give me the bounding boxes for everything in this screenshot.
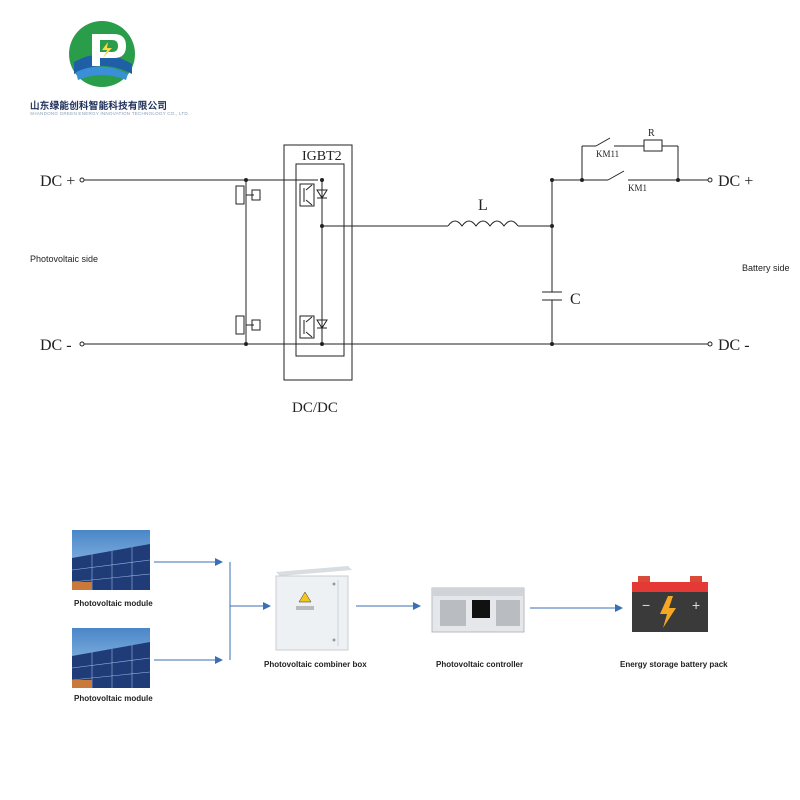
inductor-label: L — [478, 197, 488, 214]
battery-pack-label: Energy storage battery pack — [620, 660, 728, 669]
dcdc-block — [283, 144, 353, 381]
controller-label: Photovoltaic controller — [436, 660, 524, 669]
company-name-cn: 山东绿能创科智能科技有限公司 — [30, 101, 168, 112]
left-dc-negative-label: DC - — [40, 337, 72, 354]
pv-module-label-1: Photovoltaic module — [74, 599, 153, 608]
resistor-label: R — [648, 128, 655, 139]
right-dc-positive-label: DC + — [718, 173, 753, 190]
km1-label: KM1 — [628, 183, 647, 193]
solar-panel-icon-1 — [71, 530, 151, 590]
pv-module-label-2: Photovoltaic module — [74, 694, 153, 703]
svg-text:+: + — [692, 597, 700, 613]
lightning-bolt-icon — [660, 596, 676, 628]
combiner-box-icon — [275, 566, 352, 651]
photovoltaic-side-label: Photovoltaic side — [30, 254, 98, 264]
igbt-label: IGBT2 — [302, 149, 342, 164]
dcdc-label: DC/DC — [292, 400, 338, 416]
battery-icon: − + — [632, 576, 708, 632]
controller-icon — [431, 587, 525, 633]
logo-mark-icon — [69, 21, 135, 87]
company-logo: 山东绿能创科智能科技有限公司 SHANDONG GREEN ENERGY INN… — [14, 10, 194, 120]
km11-label: KM11 — [596, 149, 619, 159]
igbt-block — [295, 163, 345, 357]
capacitor-label: C — [570, 291, 581, 308]
battery-side-label: Battery side — [742, 263, 790, 273]
combiner-box-label: Photovoltaic combiner box — [264, 660, 367, 669]
right-dc-negative-label: DC - — [718, 337, 750, 354]
resistor-r — [643, 139, 663, 152]
solar-panel-icon-2 — [71, 628, 151, 688]
left-dc-positive-label: DC + — [40, 173, 75, 190]
circuit-diagram: DC + DC - DC + DC - Photovoltaic side Ba… — [30, 128, 790, 416]
system-flow-diagram: − + — [71, 530, 708, 688]
company-name-en: SHANDONG GREEN ENERGY INNOVATION TECHNOL… — [30, 111, 190, 116]
inductor-l — [447, 220, 519, 227]
svg-text:−: − — [642, 597, 650, 613]
